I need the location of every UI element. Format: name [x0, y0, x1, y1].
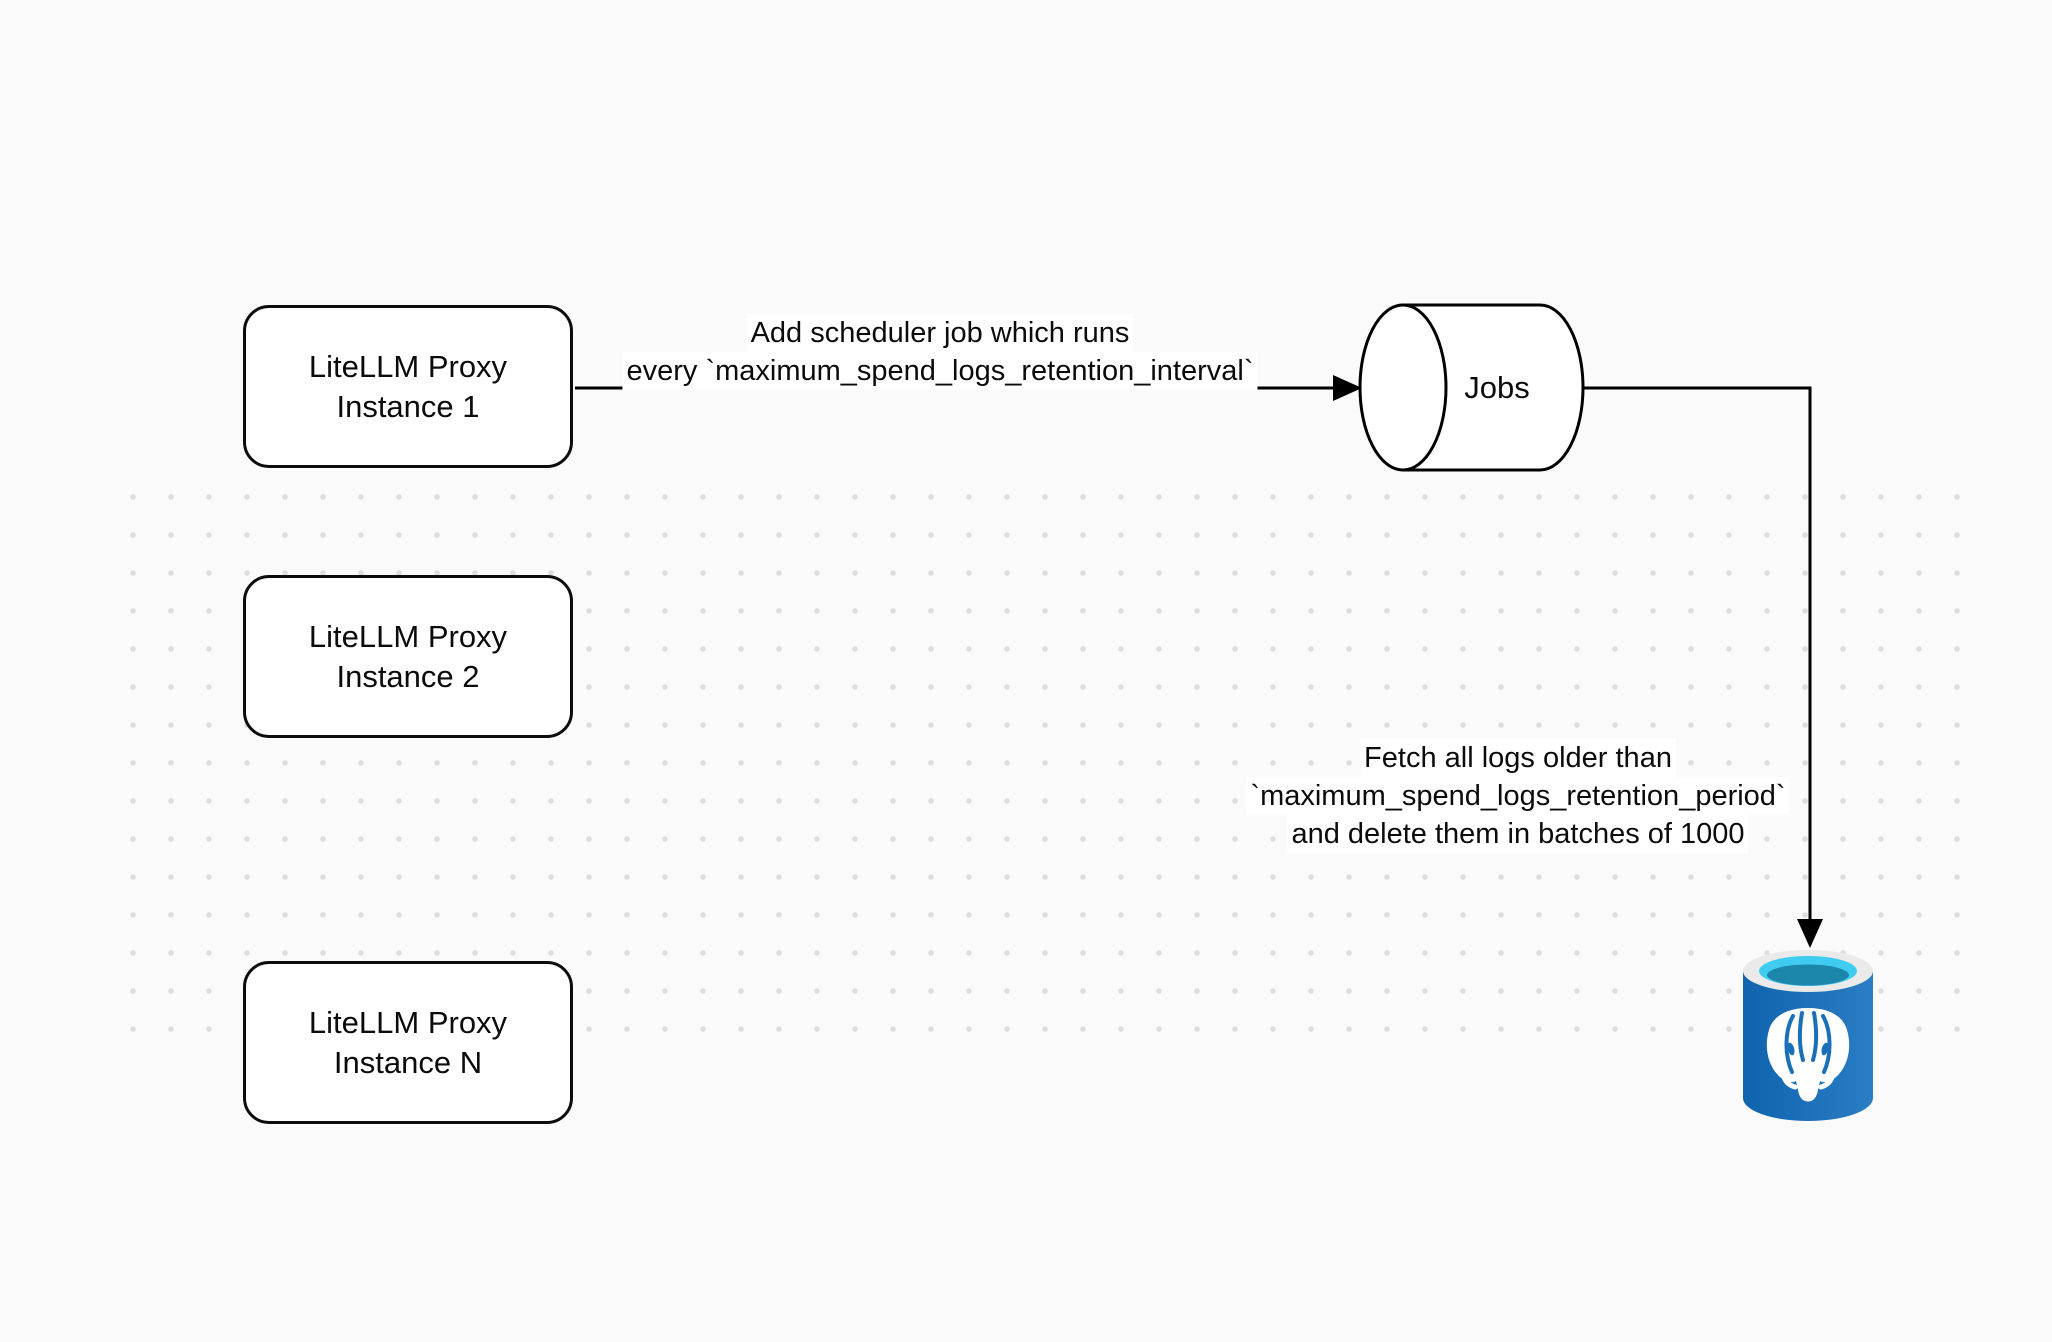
node-litellm-proxy-instance-2: LiteLLM Proxy Instance 2 — [243, 575, 573, 738]
jobs-node-label: Jobs — [1464, 370, 1530, 405]
node-label-line: LiteLLM Proxy — [308, 1004, 508, 1040]
arrowhead-into-postgres — [1797, 919, 1823, 948]
node-label-line: Instance N — [333, 1044, 483, 1080]
node-litellm-proxy-instance-n: LiteLLM Proxy Instance N — [243, 961, 573, 1124]
node-label-line: Instance 2 — [336, 658, 480, 694]
edge-label-scheduler: Add scheduler job which runs every `maxi… — [622, 314, 1258, 390]
edge-label-line: `maximum_spend_logs_retention_period` — [1246, 777, 1790, 815]
edge-label-line: Add scheduler job which runs — [746, 314, 1134, 352]
node-label-line: LiteLLM Proxy — [308, 348, 508, 384]
node-litellm-proxy-instance-1: LiteLLM Proxy Instance 1 — [243, 305, 573, 468]
edge-fetch-arrow — [1584, 386, 1823, 948]
edge-label-line: every `maximum_spend_logs_retention_inte… — [622, 352, 1258, 390]
node-label-line: LiteLLM Proxy — [308, 618, 508, 654]
edge-label-line: Fetch all logs older than — [1360, 739, 1676, 777]
node-label-line: Instance 1 — [336, 388, 480, 424]
edge-label-fetch-delete: Fetch all logs older than `maximum_spend… — [1246, 739, 1790, 853]
pg-cylinder-liquid — [1767, 964, 1849, 986]
arrowhead-into-jobs — [1333, 375, 1362, 401]
jobs-cylinder-shape — [1358, 303, 1585, 472]
pg-elephant-icon — [1766, 1008, 1850, 1102]
edge-label-line: and delete them in batches of 1000 — [1287, 815, 1749, 853]
postgresql-database-icon — [1743, 950, 1873, 1121]
